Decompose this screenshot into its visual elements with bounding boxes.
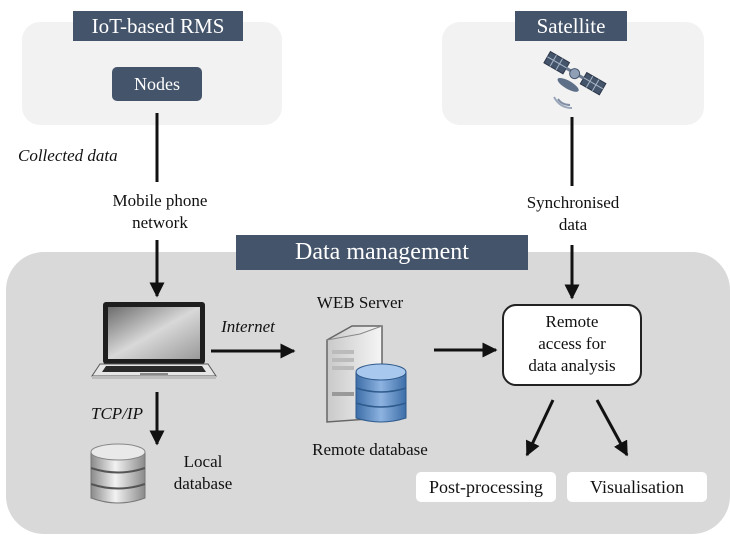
local-database-icon [90,443,146,504]
iot-panel-title: IoT-based RMS [73,11,243,41]
remote-access-line-2: access for [538,334,606,353]
web-server-icon [326,325,407,423]
synchronised-line-1: Synchronised [526,193,620,212]
internet-label: Internet [221,317,275,336]
collected-data-label: Collected data [18,146,118,165]
post-processing-box: Post-processing [416,472,556,502]
mobile-network-line-2: network [132,213,188,232]
local-database-line-1: Local [183,452,223,471]
synchronised-data-label: Synchronised data [503,192,643,236]
local-database-label: Local database [158,451,248,495]
mobile-network-line-1: Mobile phone [112,191,208,210]
remote-access-line-3: data analysis [528,356,616,375]
nodes-box: Nodes [112,67,202,101]
remote-access-line-1: Remote [545,312,599,331]
arrow-to-visualisation [595,399,629,457]
satellite-panel-title: Satellite [515,11,627,41]
arrow-to-post-processing [525,399,555,457]
mobile-network-label: Mobile phone network [90,190,230,234]
laptop-icon [91,302,217,379]
satellite-icon [543,50,607,109]
local-database-line-2: database [173,474,233,493]
data-management-title: Data management [236,235,528,270]
tcp-ip-label: TCP/IP [91,404,143,423]
remote-access-box: Remote access for data analysis [502,304,642,386]
synchronised-line-2: data [558,215,588,234]
remote-database-label: Remote database [312,440,428,459]
web-server-label: WEB Server [316,293,404,312]
visualisation-box: Visualisation [567,472,707,502]
